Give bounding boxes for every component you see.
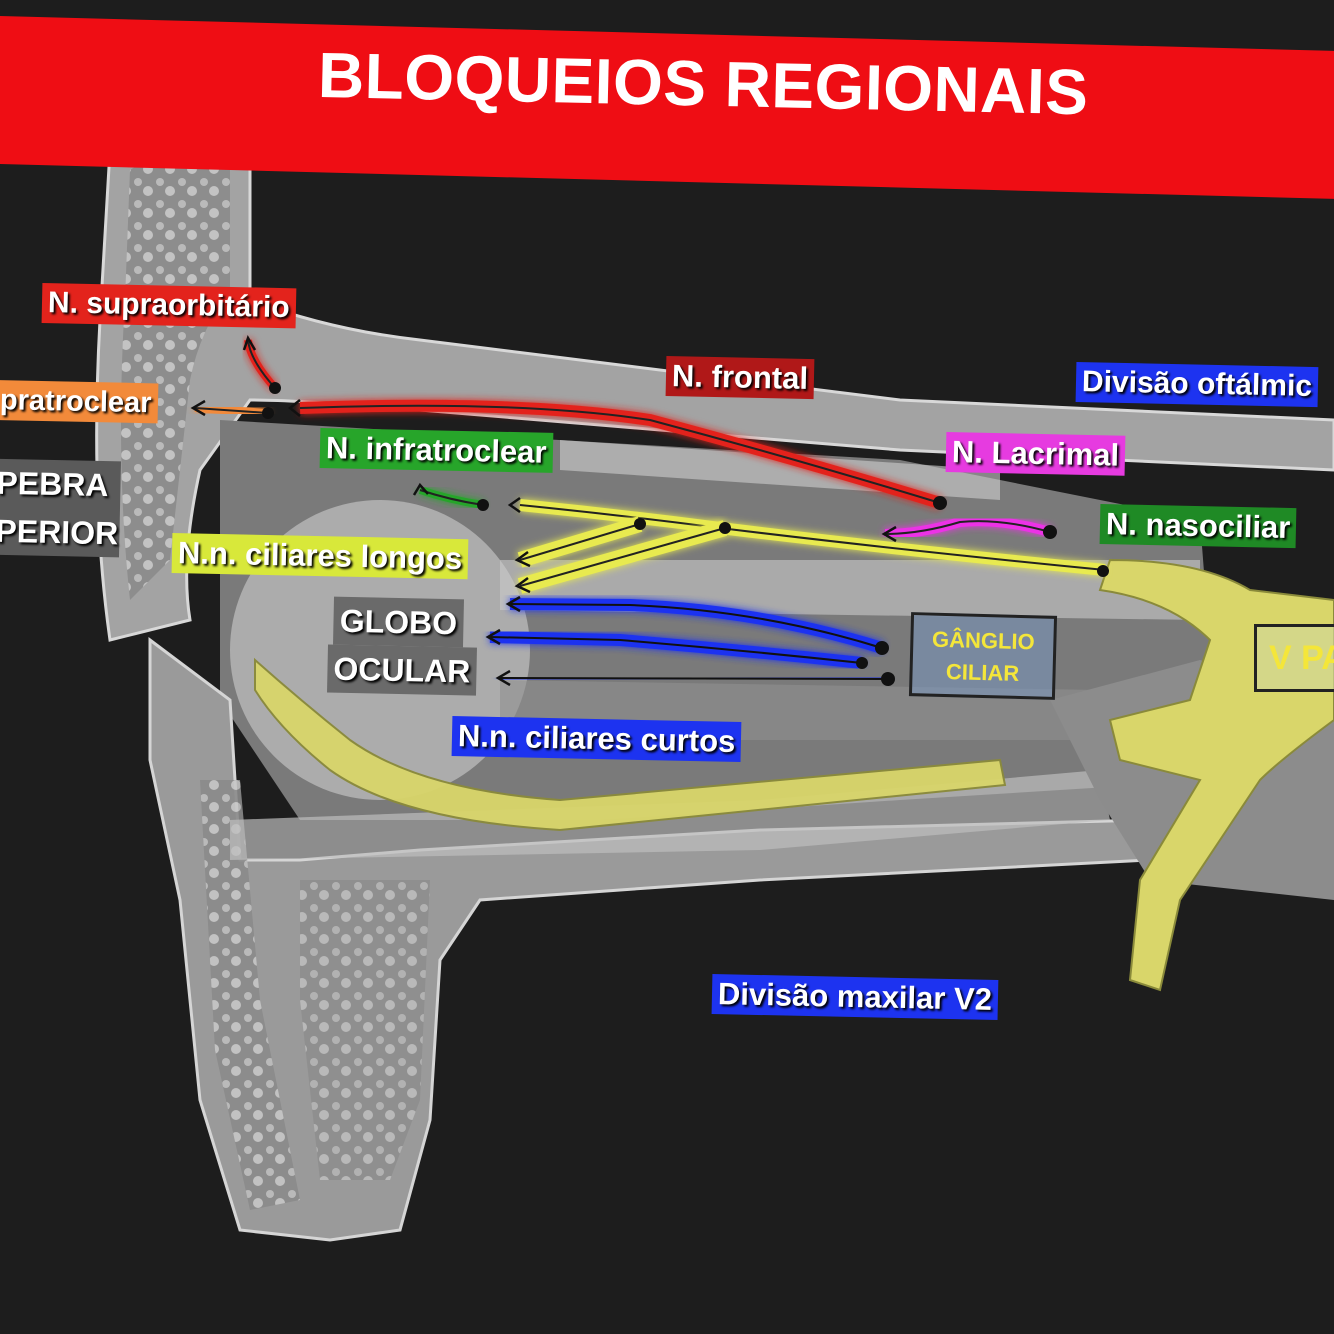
label-ciliares-curtos: N.n. ciliares curtos — [451, 716, 742, 763]
label-frontal: N. frontal — [665, 356, 815, 400]
label-palpebra-line1: PEBRA — [0, 464, 109, 504]
maxillary-nerve-branch — [254, 657, 1007, 832]
label-globo-line1: GLOBO — [333, 596, 464, 648]
label-nasociliar: N. nasociliar — [1099, 504, 1297, 549]
label-palpebra: PEBRA PERIOR — [0, 458, 121, 558]
label-globo-line2: OCULAR — [327, 644, 477, 696]
label-supraorbital: N. supraorbitário — [41, 283, 297, 329]
ganglion-line2: CILIAR — [945, 659, 1020, 686]
label-divisao-maxilar: Divisão maxilar V2 — [711, 974, 999, 1020]
ganglion-box: GÂNGLIO CILIAR — [908, 612, 1058, 700]
label-v-par: V PA — [1254, 624, 1334, 692]
ganglion-line1: GÂNGLIO — [931, 626, 1036, 655]
label-ciliares-longos: N.n. ciliares longos — [171, 533, 469, 580]
label-supratrochlear: pratroclear — [0, 380, 158, 424]
label-divisao-oftalmica: Divisão oftálmic — [1075, 362, 1319, 408]
label-infratrochlear: N. infratroclear — [319, 428, 553, 473]
label-palpebra-line2: PERIOR — [0, 512, 119, 552]
label-lacrimal: N. Lacrimal — [945, 432, 1126, 476]
label-globo-ocular: GLOBO OCULAR — [321, 596, 477, 696]
